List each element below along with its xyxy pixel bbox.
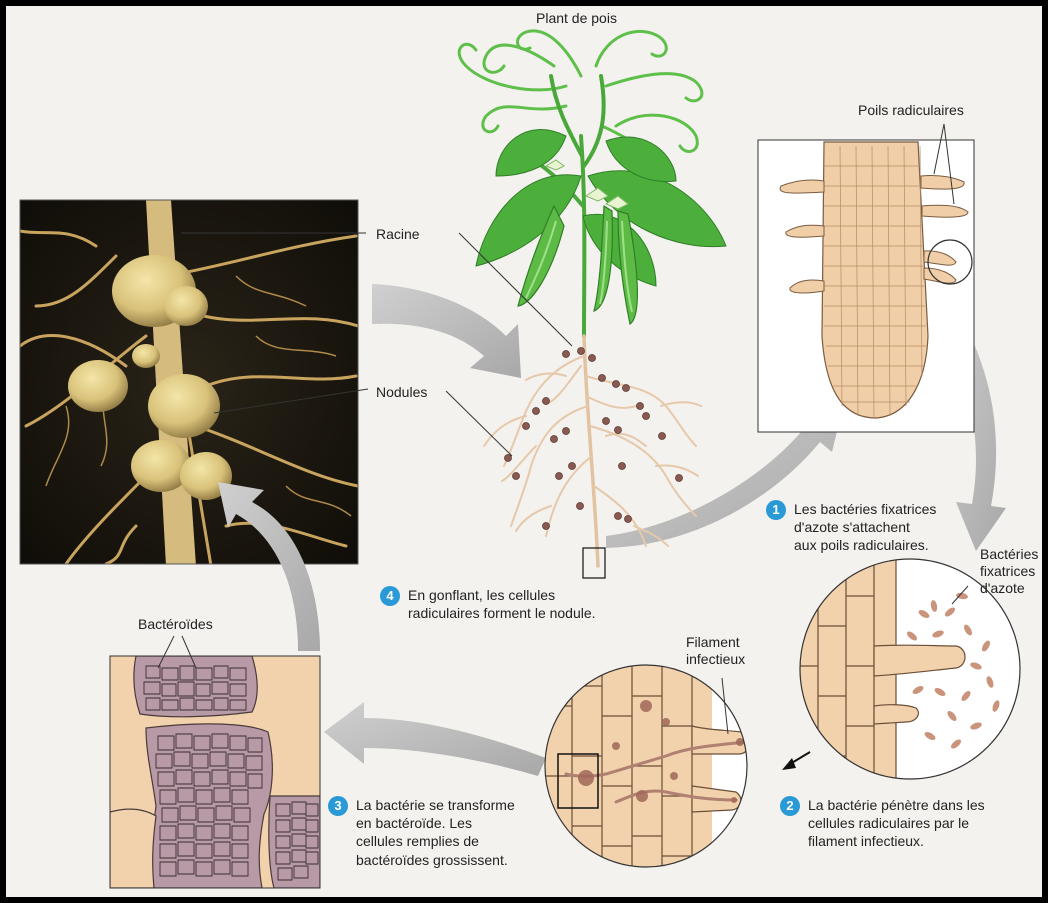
diagram-canvas [6,6,1042,897]
bacteroides-label: Bactéroïdes [138,616,213,634]
step-1-text: Les bactéries fixatrices d'azote s'attac… [794,500,936,555]
step-4-badge: 4 [380,586,400,606]
diagram-frame: Plant de pois Racine Nodules Poils radic… [6,6,1042,897]
nodule-photo [20,200,358,566]
infection-thread-circle [544,664,752,869]
step-3-badge: 3 [328,796,348,816]
racine-label: Racine [376,226,420,244]
step-1-badge: 1 [766,500,786,520]
bacteries-label: Bactéries fixatrices d'azote [980,546,1038,596]
pea-plant [459,31,726,578]
step-4-text: En gonflant, les cellules radiculaires f… [408,586,596,622]
filament-label: Filament infectieux [686,634,745,668]
plant-label: Plant de pois [536,10,617,28]
poils-label: Poils radiculaires [858,102,964,120]
small-black-arrow [782,752,810,770]
root-tip-box [583,548,605,578]
step-2-badge: 2 [780,796,800,816]
step-3-text: La bactérie se transforme en bactéroïde.… [356,796,515,869]
root-hairs-box [758,124,974,432]
nodules-label: Nodules [376,384,427,402]
bacteroid-cells-box [110,636,320,888]
step-2-text: La bactérie pénètre dans les cellules ra… [808,796,985,851]
